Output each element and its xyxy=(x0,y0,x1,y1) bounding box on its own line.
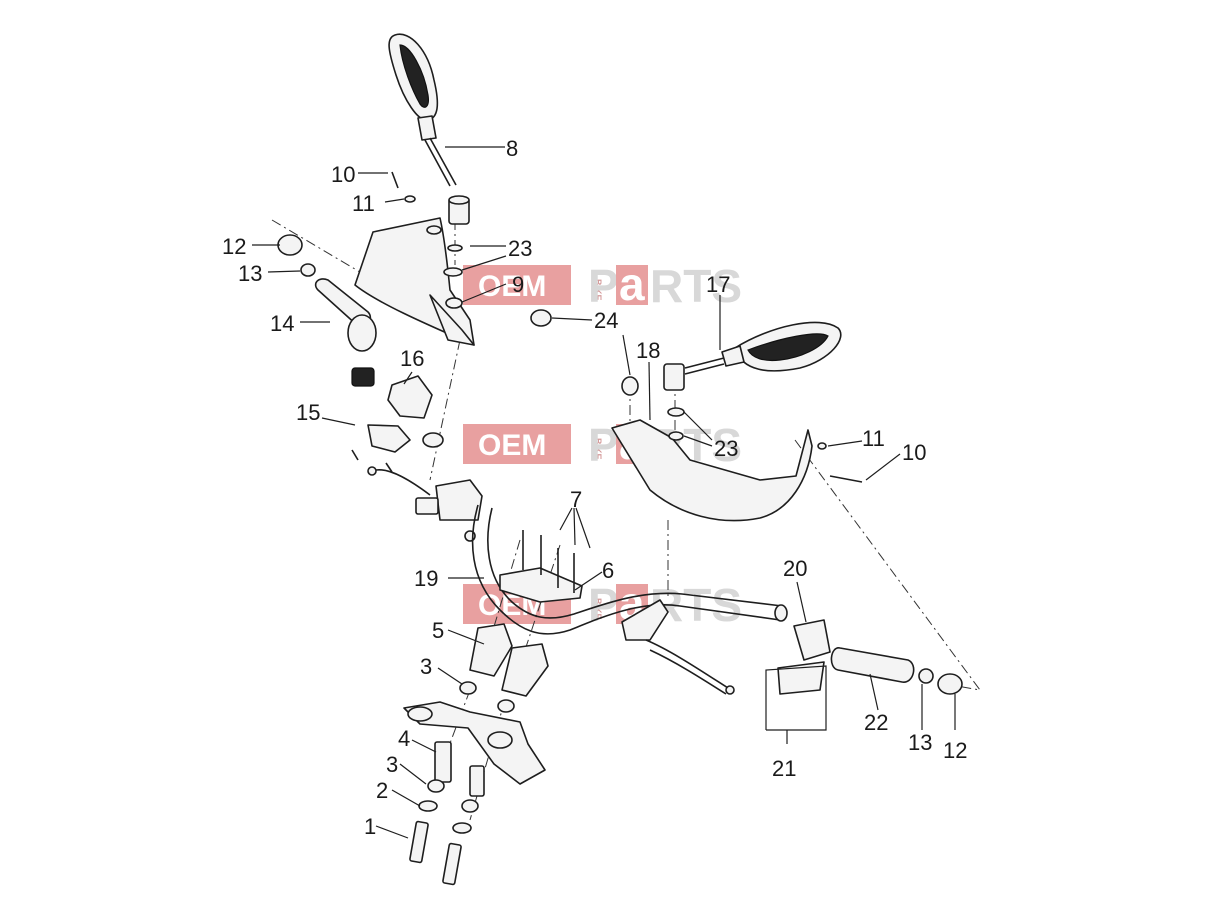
svg-text:a: a xyxy=(619,258,645,310)
callout-1: 1 xyxy=(364,814,376,839)
bolt-icon xyxy=(522,530,575,593)
callout-12-right: 12 xyxy=(943,738,967,763)
svg-text:P: P xyxy=(588,260,619,312)
clamp-lower-icon xyxy=(459,623,549,713)
triple-clamp-icon xyxy=(403,701,546,886)
handlebar-icon xyxy=(471,504,788,635)
callout-5: 5 xyxy=(432,618,444,643)
callout-21: 21 xyxy=(772,756,796,781)
callout-11-right: 11 xyxy=(862,426,885,451)
callout-12-left: 12 xyxy=(222,234,246,259)
callout-2: 2 xyxy=(376,778,388,803)
bushing-icon xyxy=(530,309,552,327)
callout-14: 14 xyxy=(270,311,294,336)
callout-10-right: 10 xyxy=(902,440,926,465)
callout-4: 4 xyxy=(398,726,410,751)
handguard-left-icon xyxy=(354,217,475,346)
leader-lines xyxy=(252,146,956,839)
throttle-housing-icon xyxy=(777,619,831,695)
grip-left-icon xyxy=(314,278,377,387)
svg-text:BIKE: BIKE xyxy=(593,279,603,301)
callout-13-right: 13 xyxy=(908,730,932,755)
callout-labels: 8 10 11 12 13 23 9 14 24 17 16 18 15 23 … xyxy=(222,136,967,839)
bolt-icon xyxy=(277,171,416,277)
callout-23-left: 23 xyxy=(508,236,532,261)
callout-18: 18 xyxy=(636,338,660,363)
clamp-upper-icon xyxy=(499,530,583,603)
svg-text:OEM: OEM xyxy=(478,429,546,462)
callout-16: 16 xyxy=(400,346,424,371)
callout-8: 8 xyxy=(506,136,518,161)
lever-right-icon xyxy=(621,599,735,695)
callout-17: 17 xyxy=(706,272,730,297)
callout-3-lower: 3 xyxy=(386,752,398,777)
callout-24: 24 xyxy=(594,308,618,333)
mirror-right-icon xyxy=(663,321,842,391)
svg-text:BIKE: BIKE xyxy=(593,438,603,460)
svg-text:RTS: RTS xyxy=(650,260,742,312)
callout-6: 6 xyxy=(602,558,614,583)
callout-23-right: 23 xyxy=(714,436,738,461)
mirror-left-icon xyxy=(388,33,470,225)
watermark-top: OEM BIKE P a RTS xyxy=(463,258,742,312)
callout-3-upper: 3 xyxy=(420,654,432,679)
svg-text:OEM: OEM xyxy=(478,270,546,303)
callout-19: 19 xyxy=(414,566,438,591)
handguard-right-icon xyxy=(611,376,863,522)
lever-left-icon xyxy=(367,432,483,542)
callout-7: 7 xyxy=(570,487,582,512)
callout-9: 9 xyxy=(512,272,524,297)
switch-housing-icon xyxy=(351,375,433,473)
callout-22: 22 xyxy=(864,710,888,735)
callout-15: 15 xyxy=(296,400,320,425)
callout-10-left: 10 xyxy=(331,162,355,187)
svg-text:BIKE: BIKE xyxy=(593,598,603,620)
grip-right-icon xyxy=(830,647,963,695)
callout-11-left: 11 xyxy=(352,191,375,216)
callout-13-left: 13 xyxy=(238,261,262,286)
callout-20: 20 xyxy=(783,556,807,581)
